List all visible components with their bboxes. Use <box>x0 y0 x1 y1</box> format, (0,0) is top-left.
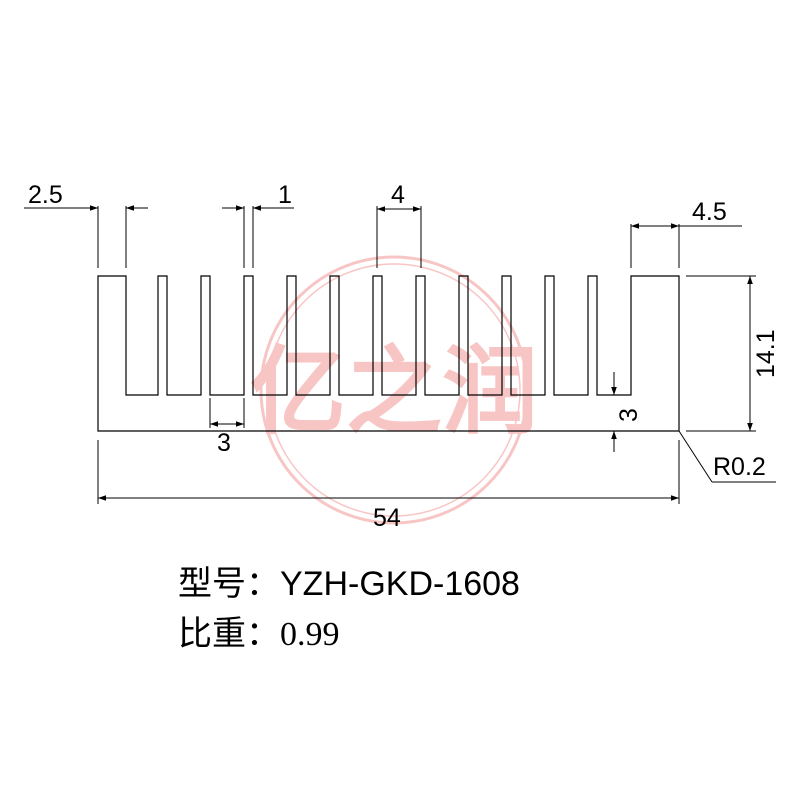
dim-total-width <box>97 440 680 504</box>
dim-label-4: 4 <box>391 181 405 209</box>
heatsink-profile <box>97 275 680 432</box>
dim-fin-thickness <box>222 205 294 268</box>
dim-corner-radius <box>678 430 776 483</box>
model-value: YZH-GKD-1608 <box>280 565 520 603</box>
model-label: 型号： <box>178 564 280 604</box>
watermark-logo: 亿之润 <box>250 255 538 525</box>
dim-label-4-5: 4.5 <box>692 198 727 226</box>
dim-label-slot-3: 3 <box>217 429 231 457</box>
dim-base-thickness <box>600 372 628 452</box>
dim-label-2-5: 2.5 <box>28 181 63 209</box>
dim-fin-pitch <box>376 206 422 268</box>
model-line: 型号：YZH-GKD-1608 <box>178 556 520 605</box>
dim-base-fin-width <box>24 205 148 268</box>
dim-label-r0-2: R0.2 <box>713 453 766 481</box>
dim-label-1: 1 <box>278 181 292 209</box>
dim-height <box>686 275 756 432</box>
watermark-text: 亿之润 <box>250 336 538 448</box>
dim-slot-width <box>209 398 245 428</box>
weight-label: 比重： <box>178 614 280 654</box>
dim-end-fin-width <box>630 223 742 268</box>
dim-label-54: 54 <box>373 504 401 532</box>
weight-line: 比重：0.99 <box>178 606 340 655</box>
dim-label-14-1: 14.1 <box>752 329 780 378</box>
weight-value: 0.99 <box>280 616 340 653</box>
dim-label-base-3: 3 <box>615 408 643 422</box>
